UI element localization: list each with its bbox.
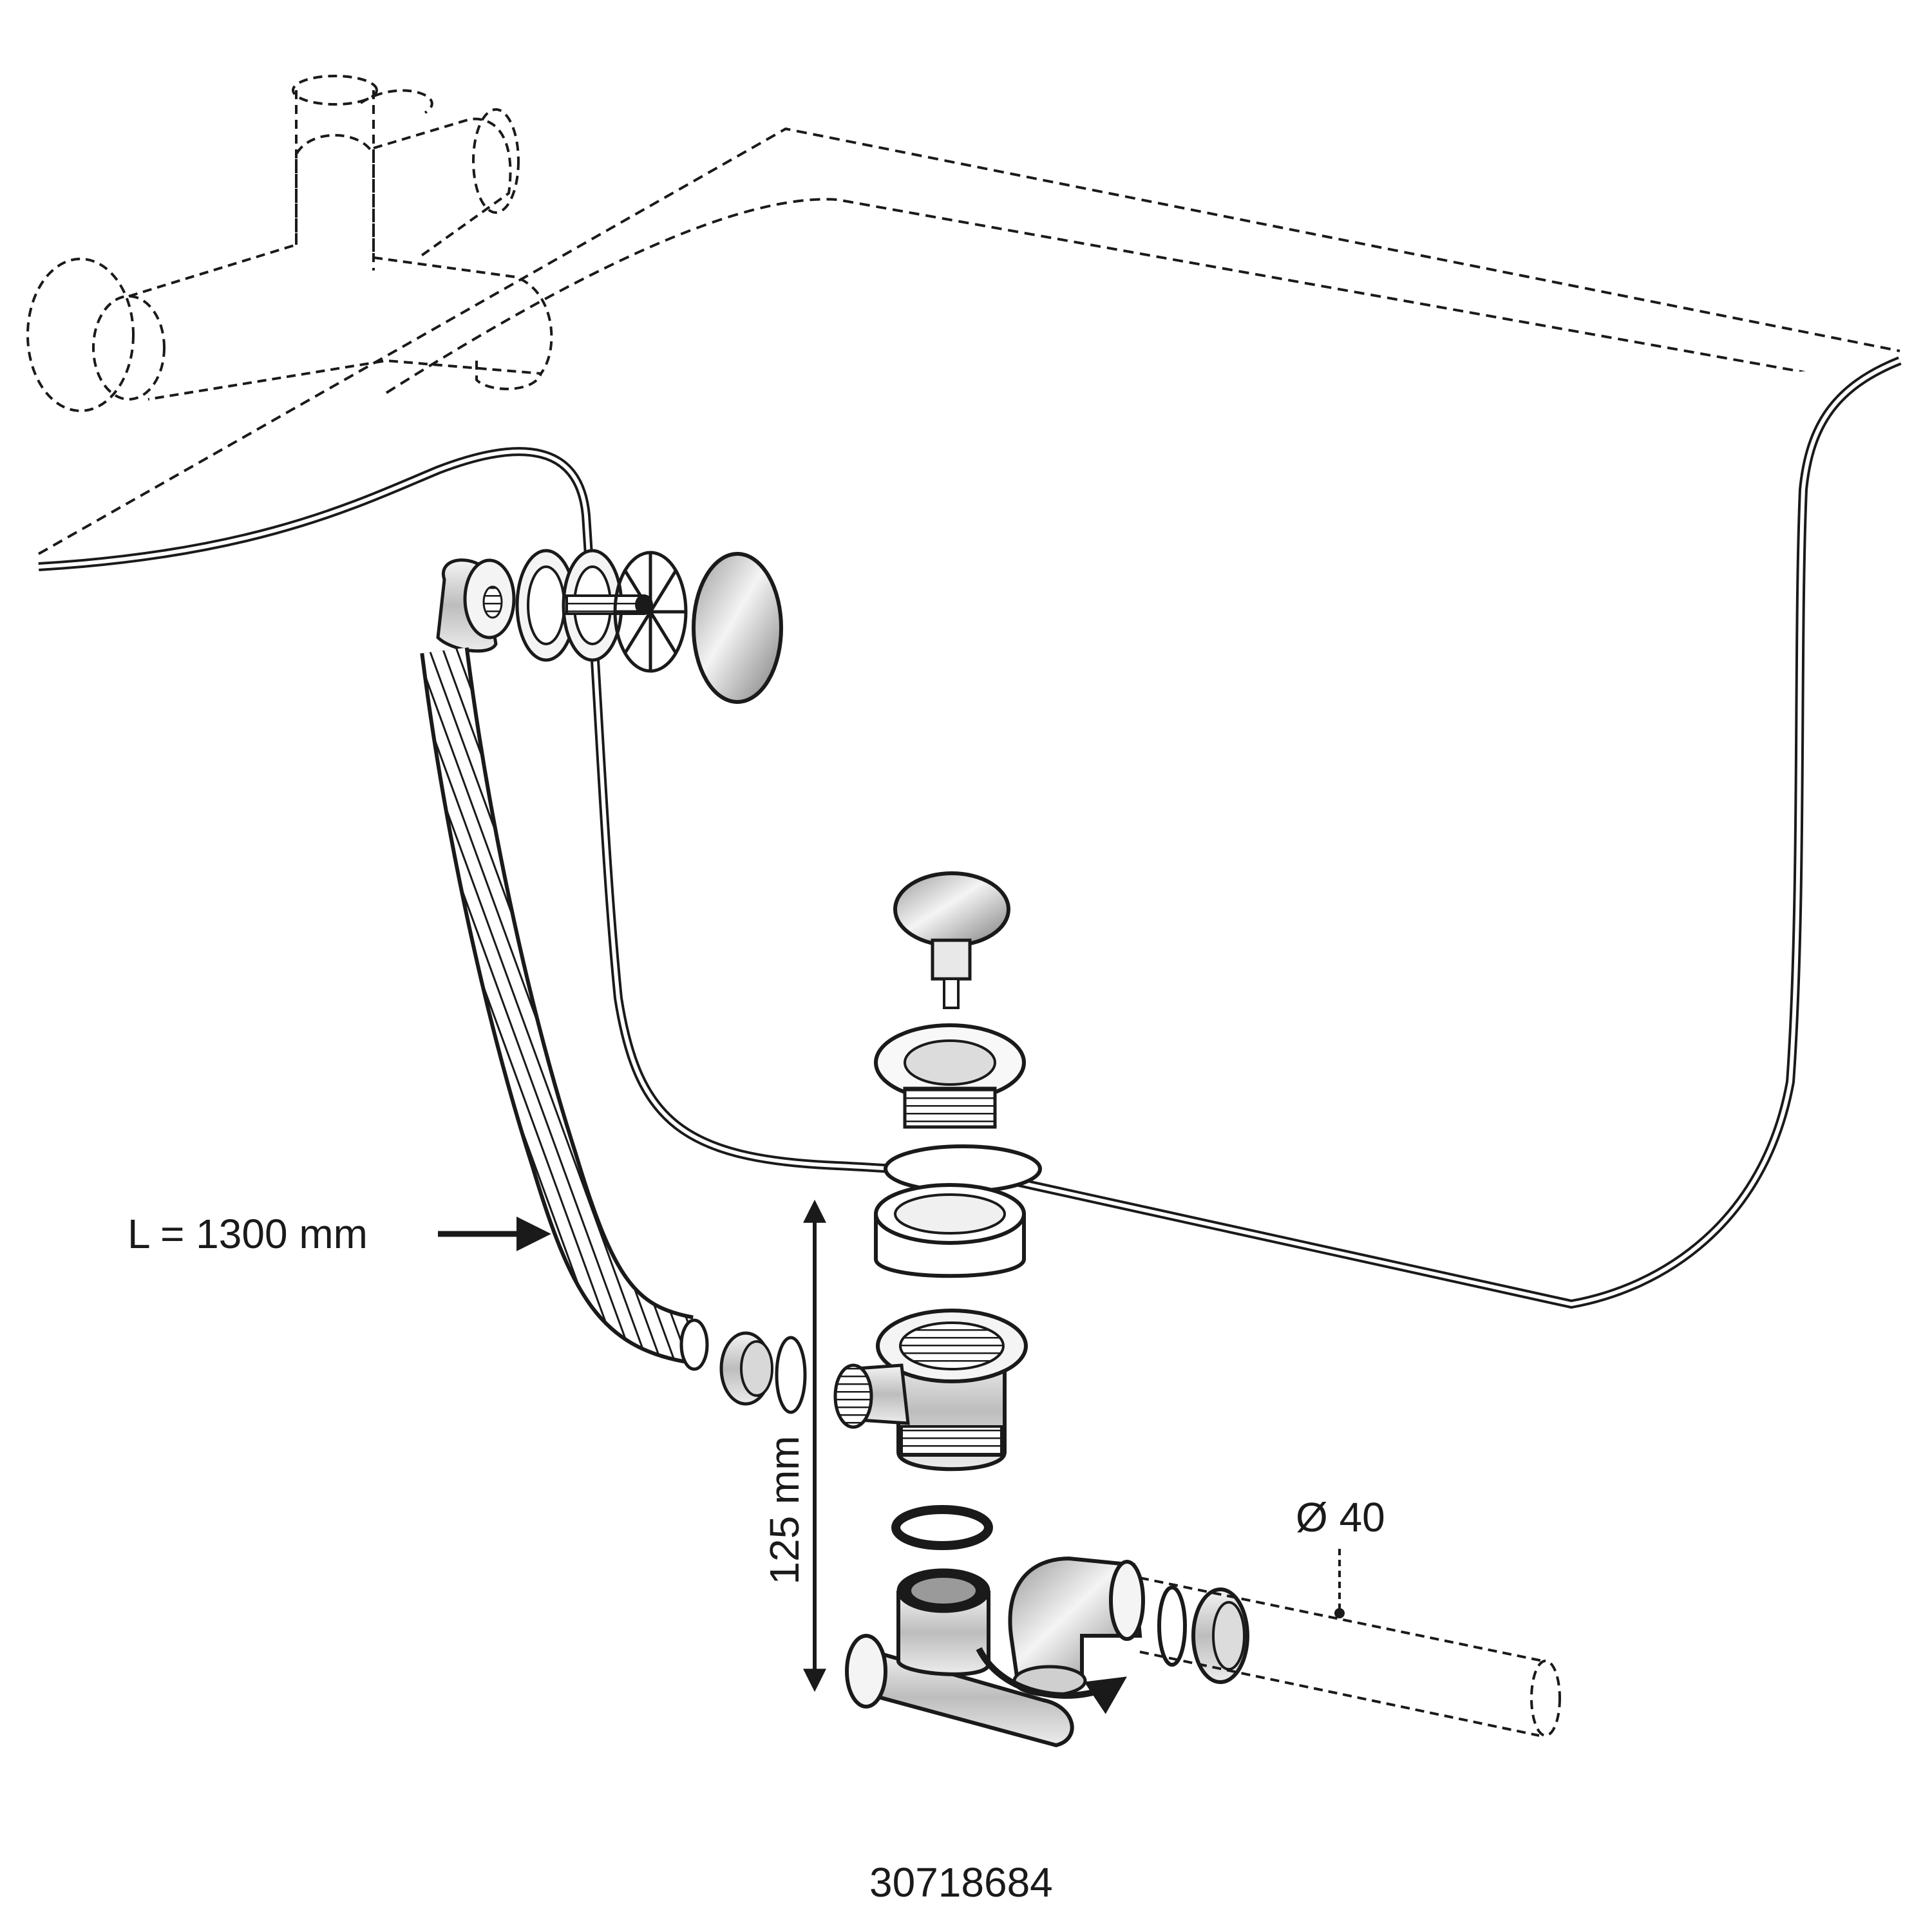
overflow-cover-cap bbox=[692, 552, 783, 704]
hose-cone-seal bbox=[775, 1336, 807, 1414]
hose-length-annotation: L = 1300 mm bbox=[128, 1211, 551, 1257]
diameter-annotation: Ø 40 bbox=[1296, 1494, 1385, 1618]
hose-length-label: L = 1300 mm bbox=[128, 1211, 368, 1257]
faucet-dashed bbox=[26, 75, 553, 412]
drain-gasket-ring bbox=[874, 1183, 1026, 1278]
drain-body bbox=[833, 1309, 1028, 1472]
drain-stopper bbox=[893, 871, 1010, 1009]
drain-flange-top bbox=[874, 1023, 1026, 1129]
height-dimension: 125 mm bbox=[761, 1199, 826, 1692]
overflow-assembly bbox=[436, 549, 783, 704]
pipe-diameter-label: Ø 40 bbox=[1296, 1494, 1385, 1540]
tub-rim-back-dashed bbox=[38, 127, 1900, 555]
product-code: 30718684 bbox=[869, 1859, 1053, 1906]
drain-o-ring bbox=[891, 1505, 993, 1550]
outlet-seal-ring bbox=[1157, 1586, 1187, 1667]
bathtub bbox=[38, 127, 1902, 1309]
hose-end bbox=[679, 1318, 709, 1371]
tub-outline-inner bbox=[38, 359, 1901, 1307]
overflow-spider bbox=[613, 551, 688, 673]
outlet-pipe-dashed bbox=[1139, 1577, 1561, 1737]
trap-assembly bbox=[845, 1556, 1145, 1748]
height-label: 125 mm bbox=[761, 1435, 808, 1584]
tub-inner-rim-dashed bbox=[385, 198, 1849, 394]
flexible-hose-ribs bbox=[424, 648, 694, 1360]
